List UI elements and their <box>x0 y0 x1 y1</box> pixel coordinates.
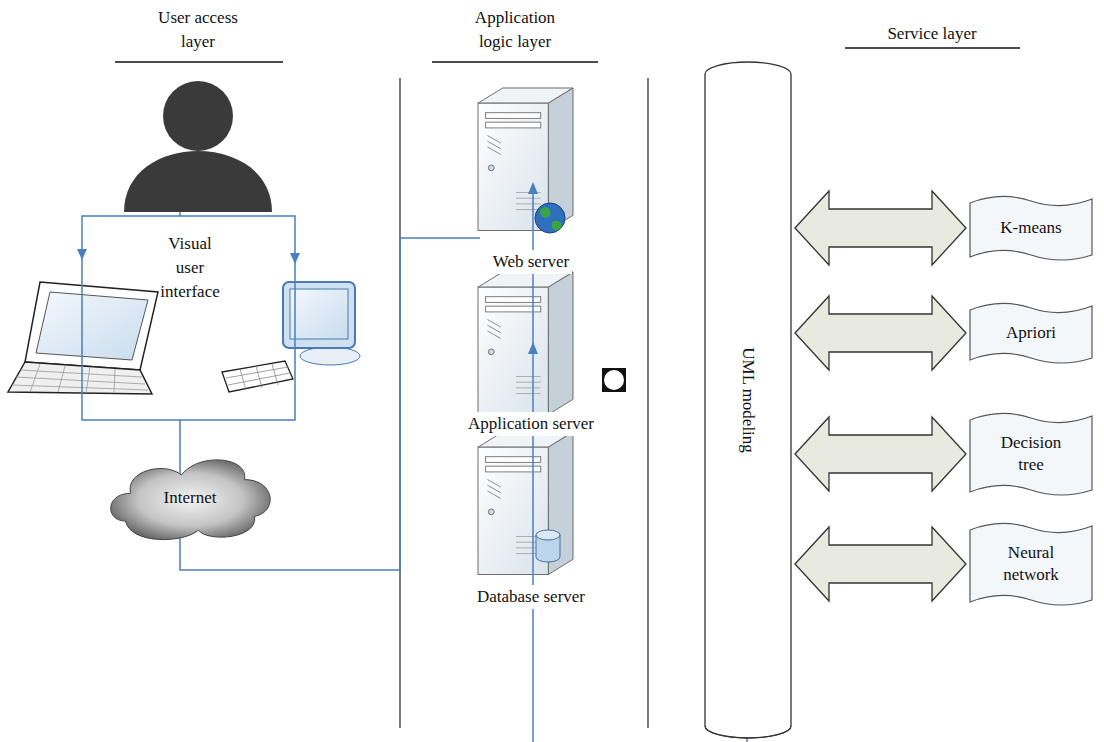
wave-outline <box>970 522 1092 606</box>
cloud-shape <box>111 460 271 540</box>
algorithm-box: Neural network <box>970 522 1092 606</box>
application-server-icon <box>478 272 573 415</box>
desktop-icon <box>222 282 360 392</box>
network-wire <box>82 212 480 570</box>
layer-heading: Service layer <box>852 22 1012 46</box>
double-arrow <box>795 191 966 265</box>
globe-icon <box>535 203 565 233</box>
app-icon <box>602 368 626 392</box>
wave-shape <box>970 413 1092 495</box>
wave-shape <box>970 523 1092 605</box>
node-content: K-means <box>970 195 1092 261</box>
user-icon <box>124 81 272 212</box>
wave-shape <box>970 303 1092 363</box>
layer-divider <box>400 78 648 728</box>
cylinder-shape <box>705 62 791 738</box>
node-text: Neural network <box>991 542 1071 586</box>
layer-heading: Application logic layer <box>465 6 565 54</box>
wave-outline <box>970 412 1092 496</box>
double-arrow <box>795 527 966 601</box>
server-caption: Application server <box>465 412 597 436</box>
node-text: Decision tree <box>991 432 1071 476</box>
algorithm-box: K-means <box>970 195 1092 261</box>
server-caption: Web server <box>490 250 573 274</box>
cloud-node: Internet <box>105 452 275 544</box>
wave-shape <box>970 196 1092 260</box>
double-arrow <box>795 417 966 491</box>
cylinder-rim <box>705 726 791 738</box>
layer-heading: User access layer <box>143 6 253 54</box>
laptop-icon <box>8 282 158 394</box>
algorithm-box: Apriori <box>970 302 1092 364</box>
node-text: K-means <box>991 217 1071 239</box>
node-text: UML modeling <box>737 347 759 453</box>
node-content: UML modeling <box>705 62 791 738</box>
algorithm-box: Decision tree <box>970 412 1092 496</box>
cylinder-node: UML modeling <box>705 62 791 738</box>
node-content: Neural network <box>970 522 1092 606</box>
database-server-icon <box>478 432 573 575</box>
node-text: Internet <box>130 487 250 509</box>
node-text: Apriori <box>991 322 1071 344</box>
interface-label: Visual user interface <box>153 232 228 304</box>
server-caption: Database server <box>474 585 588 609</box>
heading-underline <box>115 48 1020 62</box>
double-arrow <box>795 296 966 370</box>
node-content: Internet <box>105 452 275 544</box>
node-content: Apriori <box>970 302 1092 364</box>
node-content: Decision tree <box>970 412 1092 496</box>
database-icon <box>536 530 560 562</box>
